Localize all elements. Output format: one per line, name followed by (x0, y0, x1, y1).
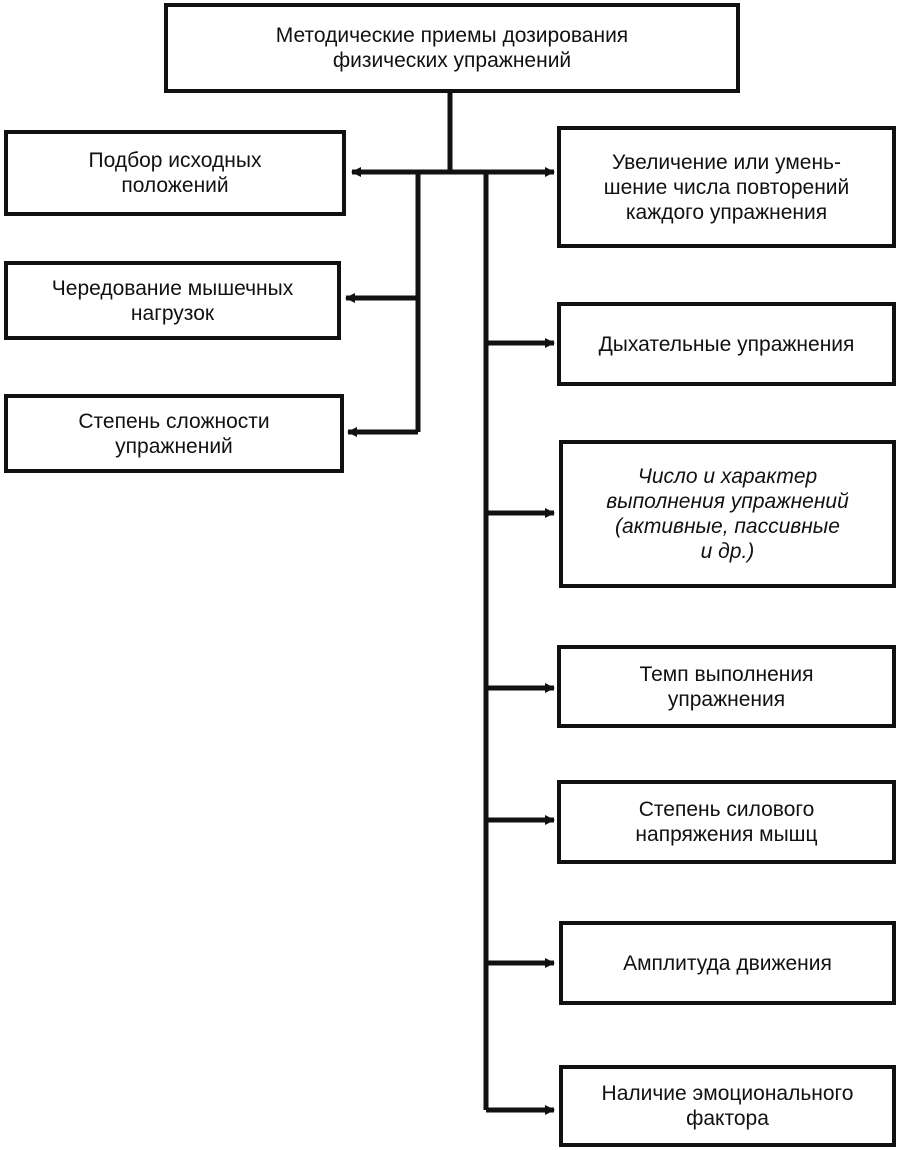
root-node-label: Методические приемы дозирования физическ… (275, 24, 629, 72)
right-node-4-label: Темп выполнения упражнения (639, 662, 814, 711)
left-node-2-label: Чередование мышечных нагрузок (51, 276, 294, 325)
right-node-5-label: Степень силового напряжения мышц (635, 798, 818, 846)
left-node-3: Степень сложности упражнений (4, 394, 344, 473)
right-node-7-label: Наличие эмоционального фактора (601, 1082, 854, 1130)
right-node-1: Увеличение или умень- шение числа повтор… (557, 126, 896, 248)
right-node-5: Степень силового напряжения мышц (557, 780, 896, 864)
right-node-1-label: Увеличение или умень- шение числа повтор… (603, 150, 850, 224)
root-node: Методические приемы дозирования физическ… (164, 3, 740, 93)
right-node-6: Амплитуда движения (559, 921, 896, 1005)
right-node-2-label: Дыхательные упражнения (598, 332, 855, 356)
right-node-3: Число и характер выполнения упражнений (… (559, 440, 896, 588)
right-node-2: Дыхательные упражнения (557, 302, 896, 386)
right-node-4: Темп выполнения упражнения (557, 645, 896, 728)
left-node-2: Чередование мышечных нагрузок (4, 261, 341, 340)
right-node-6-label: Амплитуда движения (623, 951, 832, 975)
right-node-3-label: Число и характер выполнения упражнений (… (606, 465, 849, 563)
left-node-1-label: Подбор исходных положений (88, 149, 262, 197)
left-node-3-label: Степень сложности упражнений (78, 409, 270, 458)
right-node-7: Наличие эмоционального фактора (559, 1065, 896, 1147)
left-node-1: Подбор исходных положений (4, 130, 346, 216)
